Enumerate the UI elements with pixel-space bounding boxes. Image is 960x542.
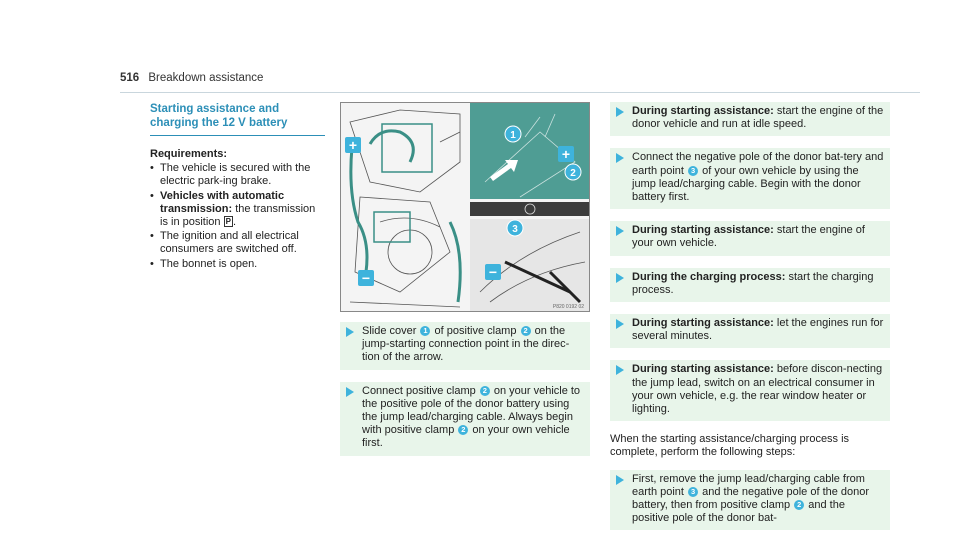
step-run-engines: During starting assistance: let the engi…	[610, 314, 890, 349]
step-text: First, remove the jump lead/charging cab…	[632, 472, 865, 498]
page-title: Breakdown assistance	[148, 72, 264, 84]
steps-column: During starting assistance: start the en…	[610, 102, 890, 542]
callout-2	[564, 163, 582, 181]
requirement-item: The ignition and all electrical consumer…	[150, 230, 325, 256]
park-position-icon: P	[223, 216, 233, 228]
callout-1	[504, 125, 522, 143]
step-connect-positive: Connect positive clamp 2 on your vehicle…	[340, 381, 590, 456]
step-text: and the positive pole of the donor bat-	[632, 499, 845, 525]
step-connect-negative: Connect the negative pole of the donor b…	[610, 148, 890, 210]
step-bold: During starting assistance:	[632, 105, 774, 117]
callout-ref: 3	[688, 165, 699, 176]
figure-code: P820 0192 02	[553, 304, 584, 310]
step-text: on your vehicle to the positive pole of …	[362, 384, 581, 437]
step-arrow-icon	[616, 319, 624, 330]
requirement-text: The ignition and all electrical consumer…	[160, 230, 299, 256]
requirement-item: The vehicle is secured with the electric…	[150, 162, 325, 188]
callout-3	[506, 219, 524, 237]
requirement-item: The bonnet is open.	[150, 258, 325, 271]
callout-ref: 2	[520, 326, 531, 336]
step-arrow-icon	[616, 272, 624, 283]
plus-icon: +	[349, 137, 357, 153]
step-text: and the negative pole of the donor batte…	[632, 485, 870, 512]
battery-area-highlight	[381, 123, 433, 173]
engine-bay-illustration: + − + − 1 2 3 P820 0192 02	[340, 102, 590, 312]
callout-ref: 1	[420, 326, 431, 336]
step-arrow-icon	[616, 153, 624, 164]
plus-icon: +	[562, 146, 570, 162]
step-slide-cover: Slide cover 1 of positive clamp 2 on the…	[340, 322, 590, 370]
negative-terminal-marker-right	[485, 264, 501, 280]
requirements-column: Starting assistance and charging the 12 …	[150, 102, 325, 272]
callout-ref: 3	[688, 486, 699, 497]
star-emblem-icon	[524, 203, 536, 215]
page-number: 516	[120, 72, 140, 84]
callout-ref: 2	[479, 385, 490, 396]
callout-ref: 2	[794, 500, 805, 511]
step-text: on the jump-starting connection point in…	[362, 325, 570, 364]
step-text: Slide cover	[362, 325, 420, 337]
requirements-list: The vehicle is secured with the electric…	[150, 162, 325, 271]
step-text: on your own vehicle first.	[362, 424, 570, 450]
step-start-charging: During the charging process: start the c…	[610, 267, 890, 303]
step-arrow-icon	[616, 474, 624, 485]
step-text: Connect the negative pole of the donor b…	[632, 151, 884, 177]
completion-text: When the starting assistance/charging pr…	[610, 433, 850, 459]
step-switch-on-consumer: During starting assistance: before disco…	[610, 360, 890, 422]
requirement-text: The bonnet is open.	[160, 257, 258, 270]
step-text: of positive clamp	[431, 325, 520, 337]
requirement-text: the transmission is in position	[160, 202, 316, 229]
step-text: let the engines run for several minutes.	[632, 317, 884, 343]
section-title: Starting assistance and charging the 12 …	[150, 102, 325, 136]
callout-2-label: 2	[570, 168, 576, 179]
step-text: of your own vehicle by using the jump le…	[632, 164, 861, 204]
step-remove-cable: First, remove the jump lead/charging cab…	[610, 469, 890, 531]
figure-column: + − + − 1 2 3 P820 0192 02 Slide cover 1…	[340, 102, 590, 468]
direction-arrow-icon	[490, 160, 518, 181]
positive-terminal-marker-left	[345, 137, 361, 153]
requirement-punct: .	[232, 216, 236, 229]
step-text: Connect positive clamp	[362, 384, 479, 397]
step-text: start the engine of the donor vehicle an…	[632, 105, 884, 131]
step-bold: During starting assistance:	[632, 363, 774, 376]
callout-1-label: 1	[510, 130, 516, 141]
step-text: start the charging process.	[632, 270, 874, 296]
step-arrow-icon	[616, 226, 624, 237]
step-bold: During the charging process:	[632, 270, 786, 283]
negative-terminal-marker-left	[358, 270, 374, 286]
positive-terminal-marker-right	[558, 146, 574, 162]
step-arrow-icon	[616, 107, 624, 117]
step-arrow-icon	[346, 386, 354, 397]
requirement-bold: Vehicles with automatic transmission:	[160, 189, 285, 215]
callout-ref: 2	[458, 425, 469, 436]
page-header: 516 Breakdown assistance	[120, 72, 263, 84]
step-start-donor-engine: During starting assistance: start the en…	[610, 102, 890, 137]
callout-3-label: 3	[512, 224, 518, 235]
step-arrow-icon	[616, 365, 624, 376]
step-bold: During starting assistance:	[632, 224, 774, 237]
minus-icon: −	[362, 270, 370, 286]
step-start-own-engine: During starting assistance: start the en…	[610, 221, 890, 256]
requirement-item: Vehicles with automatic transmission: th…	[150, 190, 325, 230]
header-rule	[120, 92, 920, 93]
step-text: before discon-necting the jump lead, swi…	[632, 363, 883, 416]
step-text: start the engine of your own vehicle.	[632, 224, 865, 250]
step-arrow-icon	[346, 327, 354, 337]
requirements-label: Requirements:	[150, 148, 228, 160]
step-bold: During starting assistance:	[632, 317, 774, 330]
requirement-text: The vehicle is secured with the electric…	[160, 162, 311, 188]
minus-icon: −	[489, 264, 497, 280]
